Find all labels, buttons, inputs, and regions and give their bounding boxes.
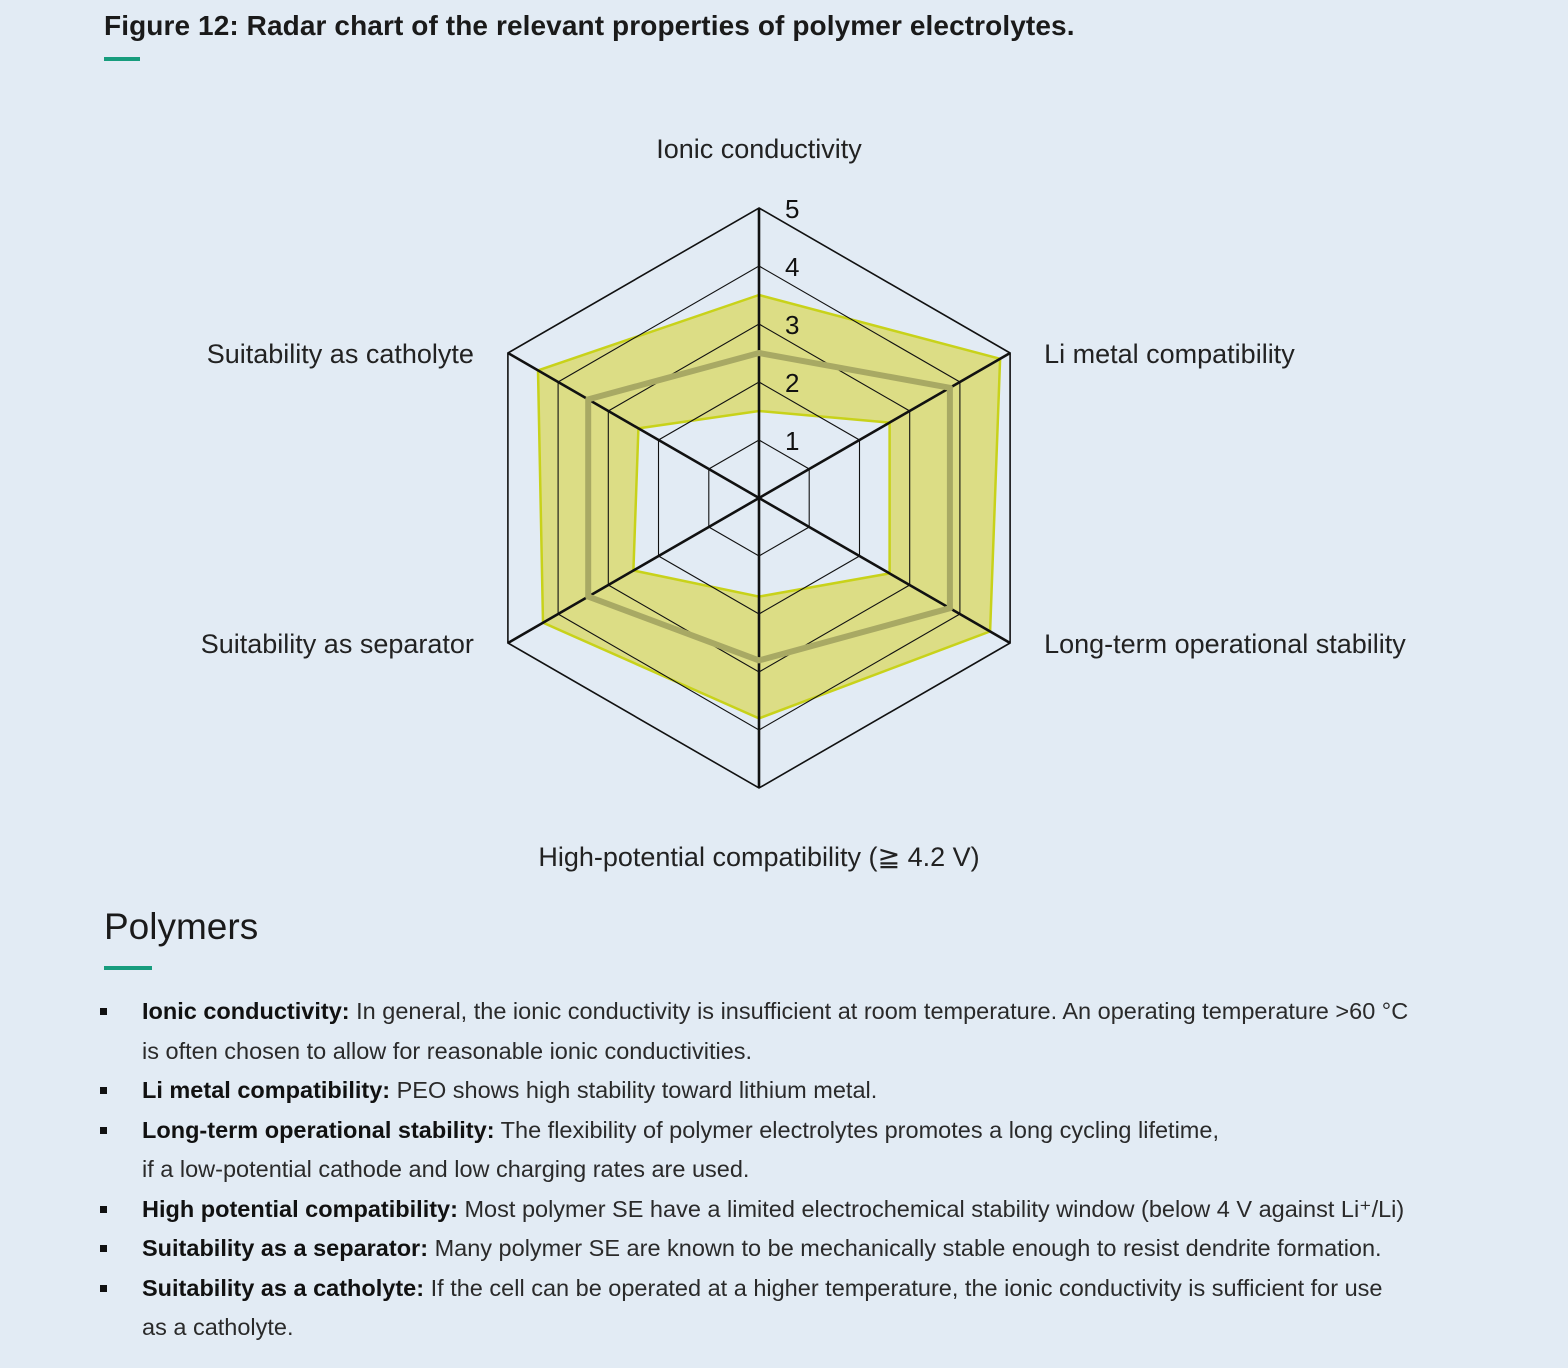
bullet-term: Long-term operational stability: [142, 1116, 495, 1143]
bullet-text: In general, the ionic conductivity is in… [356, 998, 1409, 1024]
lower-bound-line [632, 409, 891, 598]
axis-label: Ionic conductivity [656, 134, 862, 164]
radar-chart: 1 2 3 4 5 Ionic conductivity Li metal compatib… [201, 134, 1407, 872]
bullet-text: Most polymer SE have a limited electroch… [464, 1195, 1405, 1222]
bullet-term: Suitability as a separator: [142, 1235, 429, 1261]
bullet-marker [100, 1284, 107, 1292]
bullet-text: Many polymer SE are known to be mechanic… [434, 1235, 1382, 1261]
bullet-term: Li metal compatibility: [142, 1077, 391, 1103]
axis-label: High-potential compatibility (≧ 4.2 V) [538, 842, 979, 872]
tick-label: 4 [785, 252, 799, 282]
bullet-high-potential: High potential compatibility: Most polym… [100, 1190, 1520, 1230]
bullet-list: Ionic conductivity: In general, the ioni… [100, 992, 1520, 1348]
bullet-text: If the cell can be operated at a higher … [430, 1274, 1383, 1301]
tick-label: 5 [785, 194, 799, 224]
range-band [538, 295, 1001, 719]
bullet-separator: Suitability as a separator: Many polymer… [100, 1229, 1520, 1269]
bullet-long-term-stability: Long-term operational stability: The fle… [100, 1111, 1520, 1190]
median-layer [585, 350, 953, 664]
median-line [585, 350, 953, 664]
axis-spoke [507, 496, 760, 645]
axis-spoke [758, 496, 1011, 645]
title-accent-bar [104, 57, 140, 61]
bullet-marker [100, 1087, 107, 1094]
bullet-marker [100, 1245, 107, 1252]
bullet-marker [100, 1126, 107, 1134]
label-layer: 1 2 3 4 5 Ionic conductivity Li metal compatib… [201, 134, 1407, 872]
bullet-li-metal: Li metal compatibility: PEO shows high s… [100, 1071, 1520, 1111]
section-title: Polymers [104, 906, 259, 947]
bullet-catholyte: Suitability as a catholyte: If the cell … [100, 1269, 1520, 1348]
bullet-text: The flexibility of polymer electrolytes … [500, 1116, 1219, 1143]
axis-spoke [507, 351, 760, 500]
bullet-ionic-conductivity: Ionic conductivity: In general, the ioni… [100, 992, 1520, 1071]
bullet-term: Suitability as a catholyte: [142, 1274, 425, 1301]
bullet-term: High potential compatibility: [142, 1195, 458, 1222]
bullet-text-continued: if a low-potential cathode and low charg… [142, 1156, 750, 1182]
grid-layer [507, 207, 1011, 789]
bullet-text: PEO shows high stability toward lithium … [396, 1077, 878, 1103]
bullet-term: Ionic conductivity: [142, 998, 350, 1024]
section-accent-bar [104, 966, 152, 970]
axis-label: Suitability as separator [201, 629, 474, 659]
tick-label: 2 [785, 368, 799, 398]
axis-label: Suitability as catholyte [207, 339, 474, 369]
bullet-text-continued: is often chosen to allow for reasonable … [142, 1037, 753, 1064]
tick-label: 3 [785, 310, 799, 340]
bullet-marker [100, 1205, 107, 1213]
bullet-text-continued: as a catholyte. [142, 1314, 294, 1340]
axis-label: Long-term operational stability [1044, 629, 1406, 659]
figure-title: Figure 12: Radar chart of the relevant p… [104, 10, 1075, 41]
bullet-marker [100, 1008, 107, 1015]
axis-spoke [758, 351, 1011, 500]
axis-label: Li metal compatibility [1044, 339, 1295, 369]
tick-label: 1 [785, 426, 799, 456]
